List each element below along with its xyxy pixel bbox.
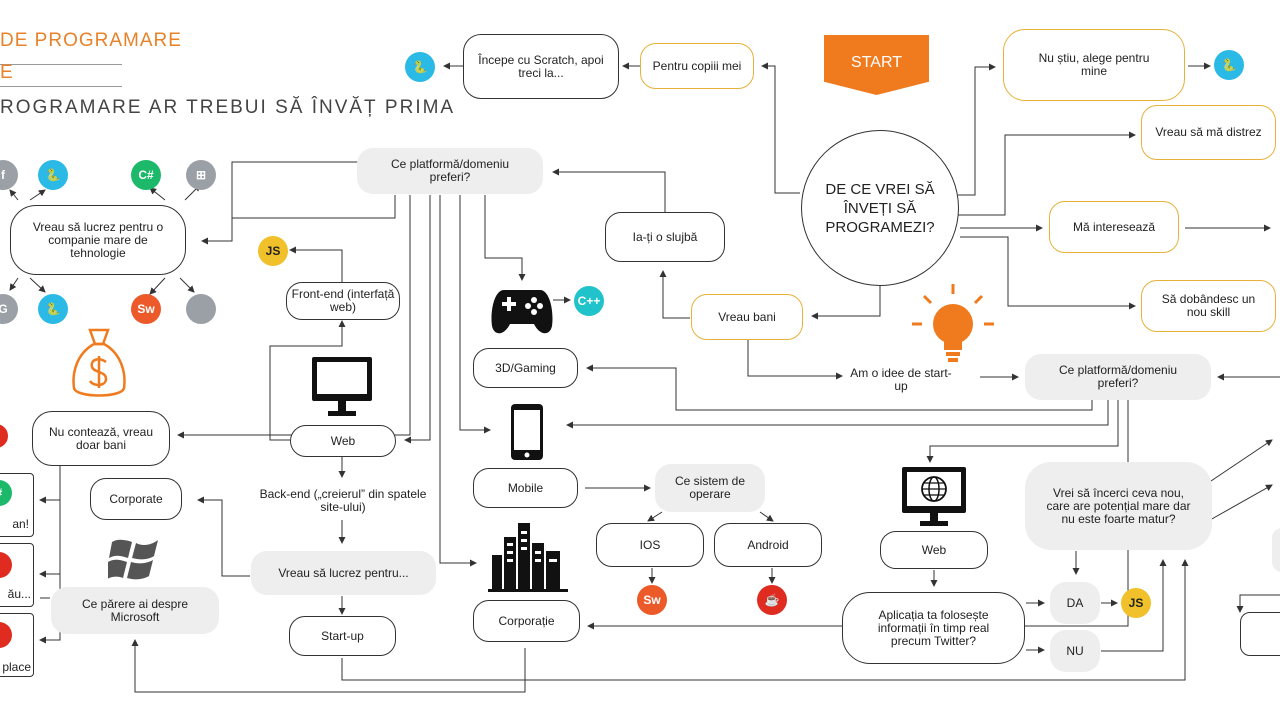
node-edge-3-label: place — [2, 659, 31, 674]
title-rule-1 — [0, 64, 122, 65]
node-pentru-copii: Pentru copiii mei — [640, 43, 754, 89]
node-gaming: 3D/Gaming — [473, 348, 578, 388]
start-marker: START — [824, 35, 929, 95]
apple-icon — [186, 294, 216, 324]
hash-icon-1: # — [0, 480, 12, 506]
swift-icon-apple: Sw — [131, 294, 161, 324]
node-edge-right-grey — [1272, 528, 1280, 572]
java-icon: ☕ — [757, 585, 787, 615]
python-icon-facebook: 🐍 — [38, 160, 68, 190]
page-title: DE PROGRAMARE — [0, 30, 182, 51]
node-lucrez-pentru: Vreau să lucrez pentru... — [251, 551, 436, 595]
node-start-up: Start-up — [289, 616, 396, 656]
python-icon-google: 🐍 — [38, 294, 68, 324]
main-question: DE CE VREI SĂ ÎNVEȚI SĂ PROGRAMEZI? — [801, 130, 959, 286]
python-icon-scratch: 🐍 — [405, 52, 435, 82]
node-corporate: Corporate — [90, 478, 182, 520]
node-platforma-top: Ce platformă/domeniu preferi? — [357, 148, 543, 194]
node-sistem-operare: Ce sistem de operare — [655, 464, 765, 512]
gamepad-icon — [491, 290, 553, 334]
node-web-left: Web — [290, 425, 396, 457]
node-microsoft: Ce părere ai despre Microsoft — [51, 587, 219, 634]
csharp-icon: C# — [131, 160, 161, 190]
windows-logo-icon — [108, 539, 158, 580]
google-icon: G — [0, 294, 18, 324]
node-corporatie: Corporație — [473, 600, 580, 642]
node-platforma-right: Ce platformă/domeniu preferi? — [1025, 354, 1211, 400]
swift-icon-ios: Sw — [637, 585, 667, 615]
node-companie-mare: Vreau să lucrez pentru o companie mare d… — [10, 205, 186, 275]
node-nu: NU — [1050, 630, 1100, 672]
facebook-icon: f — [0, 160, 18, 190]
globe-monitor-icon — [902, 467, 966, 526]
red-icon-2 — [0, 622, 12, 648]
node-slujba: Ia-ți o slujbă — [605, 212, 725, 262]
js-icon-front-end: JS — [258, 236, 288, 266]
node-skill: Să dobândesc un nou skill — [1141, 280, 1276, 332]
red-icon-1 — [0, 552, 12, 578]
node-edge-2-label: ău... — [7, 586, 31, 601]
node-edge-right — [1240, 612, 1280, 656]
node-startup-idee: Am o idee de start-up — [850, 366, 952, 393]
city-icon — [488, 523, 568, 592]
node-da: DA — [1050, 582, 1100, 624]
node-nu-stiu: Nu știu, alege pentru mine — [1003, 29, 1185, 101]
phone-icon — [511, 404, 543, 460]
red-icon-3 — [0, 424, 8, 448]
node-web-right: Web — [880, 531, 988, 569]
node-ios: IOS — [596, 523, 704, 567]
page-subtitle: E — [0, 62, 13, 83]
node-front-end: Front-end (interfață web) — [286, 282, 400, 320]
node-twitter: Aplicația ta folosește informații în tim… — [842, 592, 1025, 664]
node-intereseaza: Mă interesează — [1049, 201, 1179, 253]
node-incepe-scratch: Începe cu Scratch, apoi treci la... — [463, 34, 619, 99]
money-bag-icon — [72, 328, 126, 397]
windows-icon: ⊞ — [186, 160, 216, 190]
node-mobile: Mobile — [473, 468, 578, 508]
node-vreau-bani: Vreau bani — [691, 294, 803, 340]
node-edge-1-label: an! — [12, 516, 29, 531]
monitor-icon — [312, 357, 372, 416]
node-back-end: Back-end („creierul” din spatele site-ul… — [259, 487, 427, 514]
js-icon-da: JS — [1121, 588, 1151, 618]
node-distrez: Vreau să mă distrez — [1141, 105, 1276, 160]
node-potential: Vrei să încerci ceva nou, care are poten… — [1025, 462, 1212, 550]
node-android: Android — [714, 523, 822, 567]
python-icon-nu-stiu: 🐍 — [1214, 50, 1244, 80]
node-doar-bani: Nu contează, vreau doar bani — [32, 411, 170, 466]
cpp-icon: C++ — [574, 286, 604, 316]
page-heading: ROGRAMARE AR TREBUI SĂ ÎNVĂȚ PRIMA — [0, 97, 456, 118]
title-rule-2 — [0, 86, 122, 87]
lightbulb-icon — [912, 284, 994, 362]
